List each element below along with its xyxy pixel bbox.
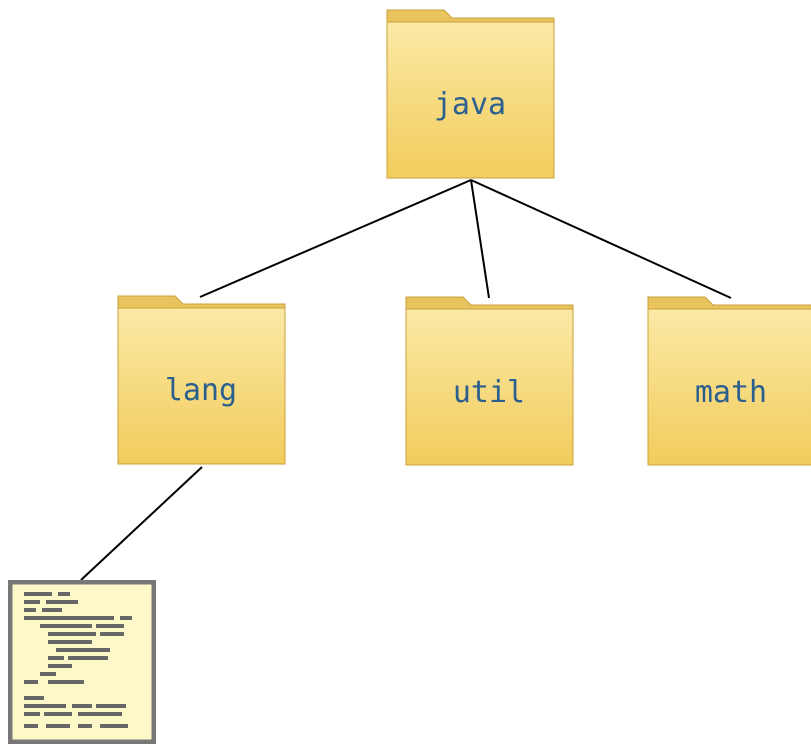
folder-icon (647, 296, 811, 466)
document-icon (8, 580, 156, 744)
folder-node-util[interactable]: util (403, 295, 575, 467)
folder-label: lang (164, 373, 238, 408)
folder-icon (386, 9, 555, 179)
file-node[interactable] (8, 580, 156, 744)
folder-node-java[interactable]: java (384, 8, 556, 180)
folder-icon (405, 296, 574, 466)
folder-label: math (694, 375, 768, 410)
folder-icon (117, 295, 286, 465)
edge-java-util (470, 179, 490, 299)
folder-label: util (452, 375, 526, 410)
folder-node-math[interactable]: math (645, 295, 811, 467)
folder-label: java (433, 87, 507, 122)
edge-java-math (470, 179, 732, 299)
folder-node-lang[interactable]: lang (115, 294, 287, 466)
edge-java-lang (199, 179, 472, 298)
edge-lang-file (80, 466, 203, 581)
